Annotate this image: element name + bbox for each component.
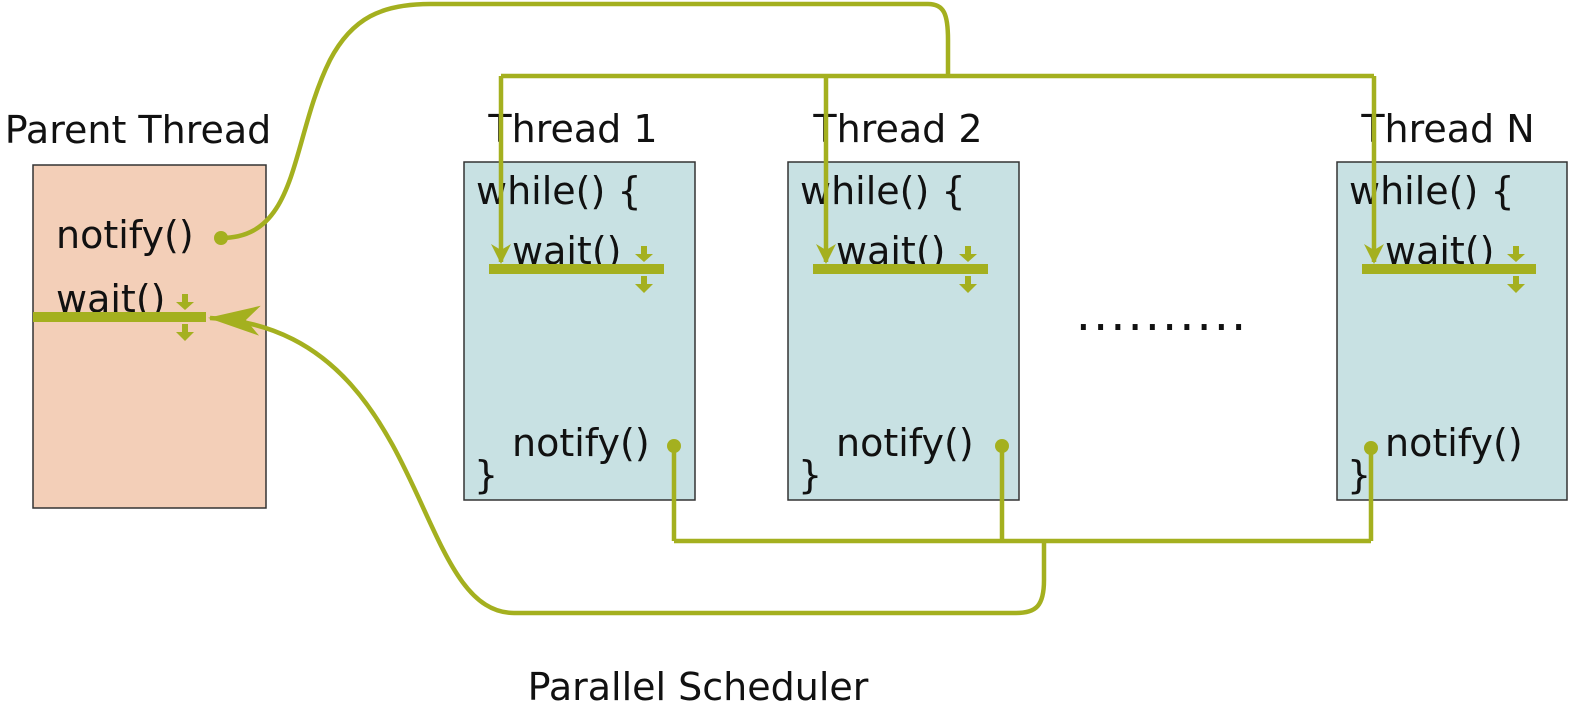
thread-1-wait-barrier	[489, 264, 664, 274]
thread-n-title: Thread N	[1360, 107, 1534, 151]
thread-2-wait-barrier	[813, 264, 988, 274]
parent-wait-line	[208, 305, 1047, 616]
thread-2: Thread 2 while() { wait() notify() }	[787, 107, 1020, 501]
thread-n-barrier-arrows-icon	[1507, 246, 1525, 293]
parent-notify-call: notify()	[56, 213, 194, 257]
thread-n-loop-open: while() {	[1349, 169, 1515, 213]
thread-2-notify-dot	[995, 439, 1009, 453]
thread-1-loop-open: while() {	[476, 169, 642, 213]
parent-notify-line	[220, 1, 951, 241]
more-threads-ellipsis: ..........	[1076, 286, 1249, 342]
parent-barrier-arrows-icon	[176, 294, 194, 341]
join-notify-connector	[208, 305, 1374, 616]
thread-1-barrier-arrows-icon	[635, 246, 653, 293]
thread-1-notify-call: notify()	[512, 421, 650, 465]
parent-wait-barrier	[33, 312, 206, 322]
thread-n-loop-close: }	[1347, 453, 1371, 497]
thread-2-notify-call: notify()	[836, 421, 974, 465]
parent-thread-box	[32, 164, 267, 509]
thread-1-notify-dot	[667, 439, 681, 453]
thread-1-title: Thread 1	[487, 107, 657, 151]
thread-2-title: Thread 2	[812, 107, 982, 151]
parent-thread-title: Parent Thread	[5, 108, 272, 152]
diagram-caption: Parallel Scheduler	[528, 665, 869, 709]
thread-n-wait-barrier	[1362, 264, 1536, 274]
parent-notify-dot	[214, 231, 228, 245]
thread-1: Thread 1 while() { wait() notify() }	[463, 107, 696, 501]
thread-n-notify-call: notify()	[1385, 421, 1523, 465]
parent-thread: Parent Thread notify() wait()	[5, 108, 272, 509]
broadcast-notify-connector	[220, 1, 1384, 264]
thread-n-notify-dot	[1364, 441, 1378, 455]
thread-2-barrier-arrows-icon	[959, 246, 977, 293]
thread-1-loop-close: }	[474, 453, 498, 497]
thread-2-loop-close: }	[798, 453, 822, 497]
